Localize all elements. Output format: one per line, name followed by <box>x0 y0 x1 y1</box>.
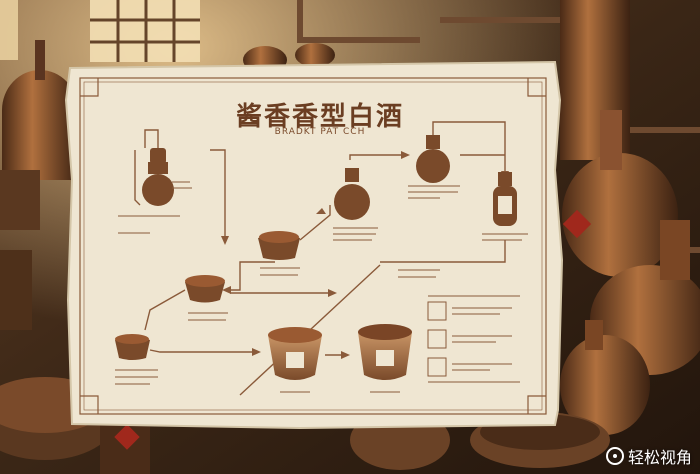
watermark-text: 轻松视角 <box>627 448 692 467</box>
still-icon-middle <box>334 168 370 220</box>
grain-bowl-2 <box>185 275 225 303</box>
right-stills <box>560 0 700 435</box>
grain-bowl-1 <box>258 231 300 260</box>
left-barrels <box>0 170 150 474</box>
fermentation-vessel-2 <box>358 324 412 380</box>
poster-subtitle: BRADKT PAT CCH <box>274 127 366 137</box>
caption-scribbles <box>115 181 528 393</box>
still-icon-small <box>142 148 174 206</box>
watermark: 轻松视角 <box>605 444 692 468</box>
weibo-icon <box>605 447 624 465</box>
poster-title: 酱香香型白酒 <box>235 102 404 132</box>
legend <box>427 295 520 383</box>
factory-window <box>0 0 200 62</box>
fermentation-vessel-1 <box>268 327 322 380</box>
still-icon-top <box>416 135 450 183</box>
liquor-bottle-icon <box>493 172 517 226</box>
grain-bowl-3 <box>115 334 150 360</box>
